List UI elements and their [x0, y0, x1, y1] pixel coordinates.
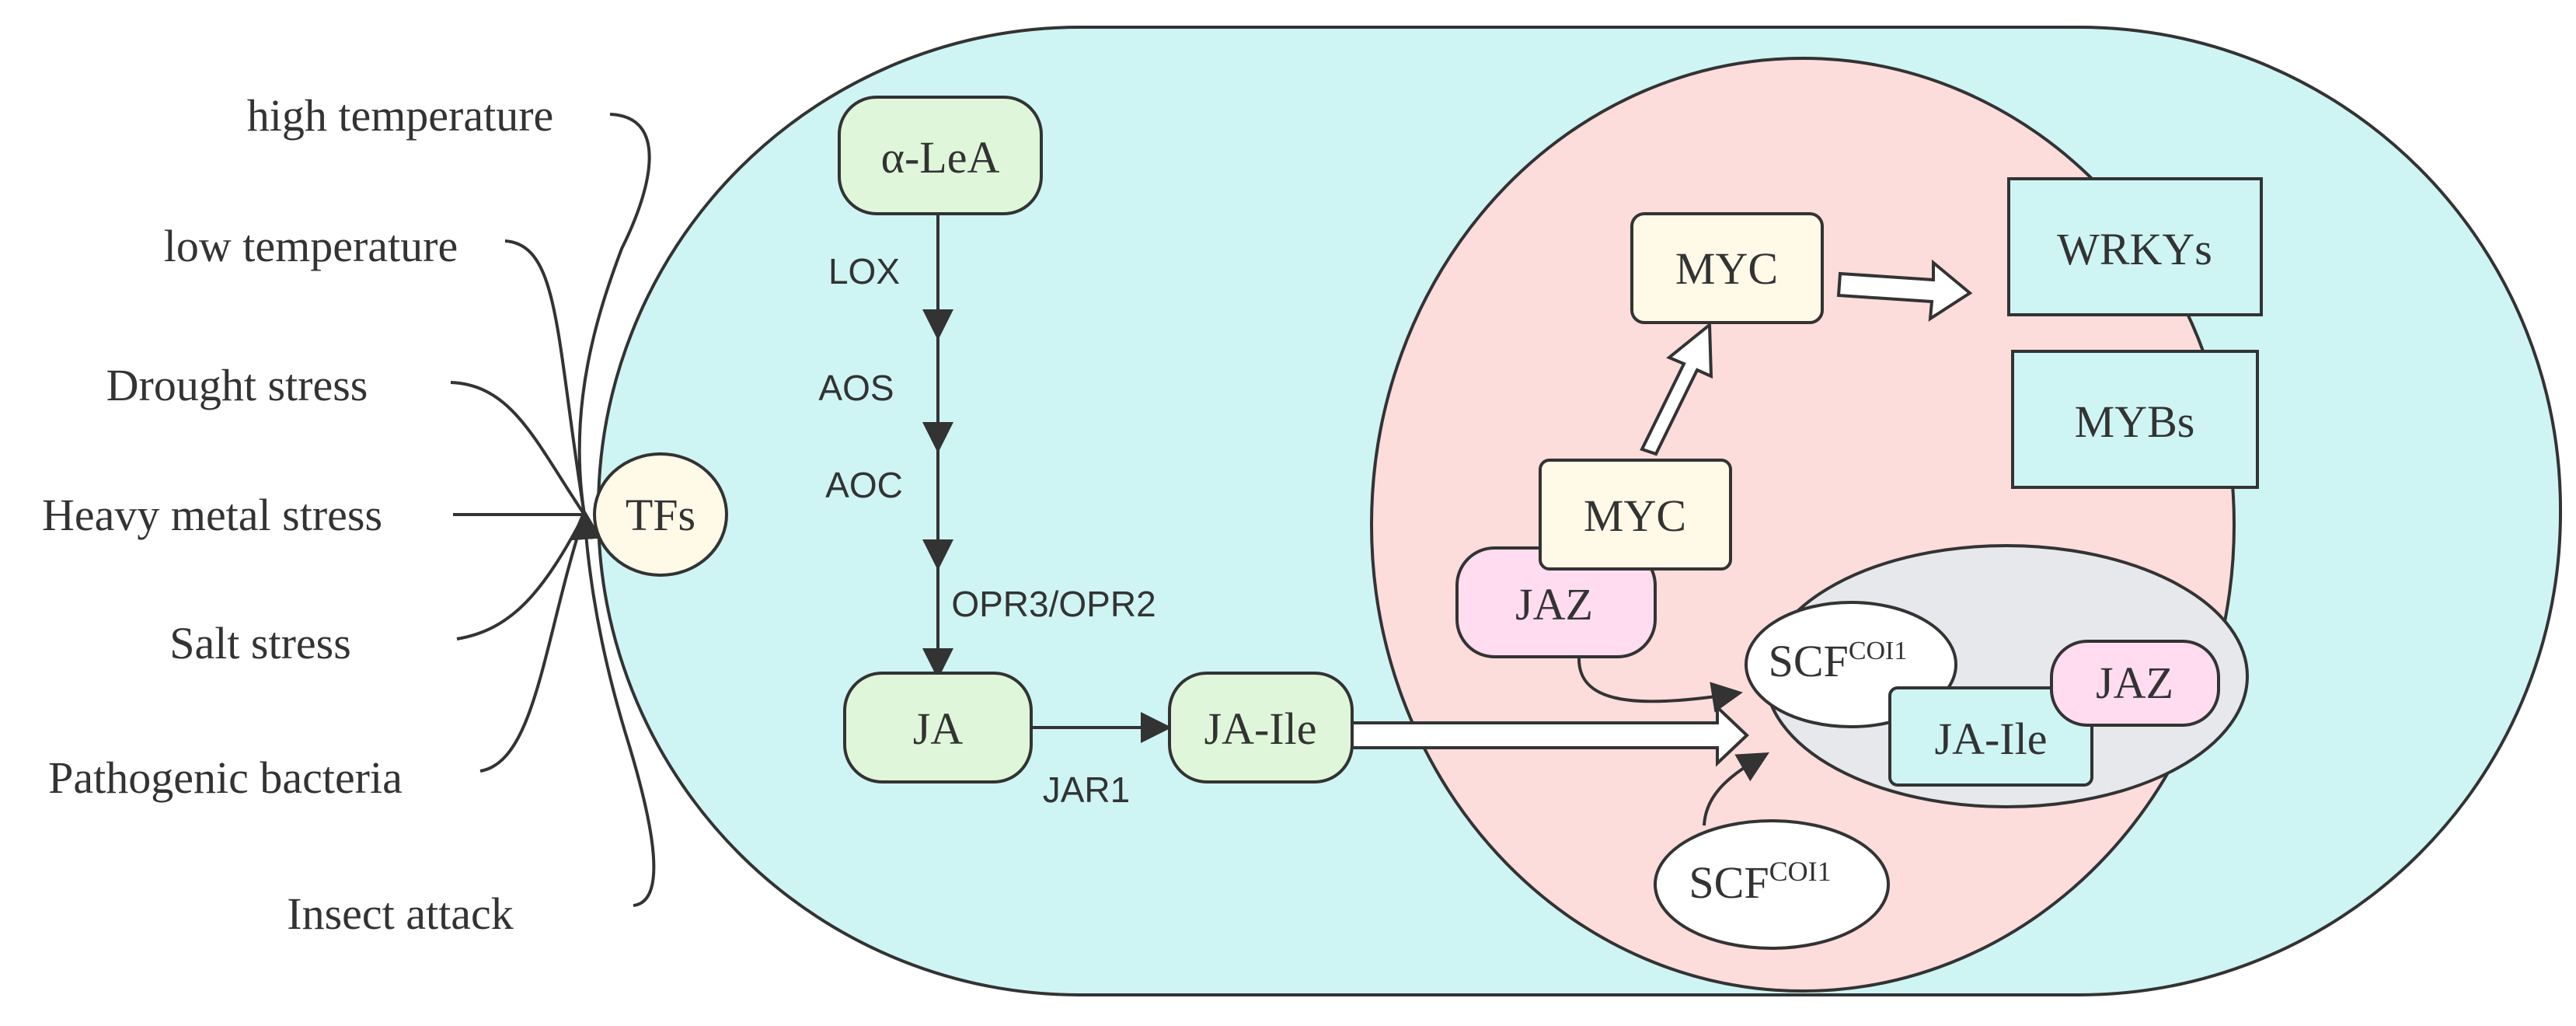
myc-to-wrkys-arrow: [1836, 259, 1973, 322]
opr-label: OPR3/OPR2: [951, 584, 1156, 624]
myc-release-arrow: [1640, 321, 1713, 456]
jaz-left-label: JAZ: [1515, 579, 1593, 630]
aos-label: AOS: [818, 368, 894, 408]
scf-to-complex-arrow: [1703, 752, 1769, 826]
biosynthesis-pathway: α-LeA LOX AOS AOC OPR3/OPR2 JA JAR1 JA-I…: [818, 96, 1354, 810]
stress-low-temperature: low temperature: [164, 221, 458, 271]
free-scf-label: SCFCOI1: [1689, 856, 1831, 908]
stress-heavy-metal: Heavy metal stress: [42, 490, 382, 540]
stress-labels: high temperature low temperature Drought…: [42, 90, 553, 939]
connector-salt: [456, 514, 586, 640]
stress-pathogenic-bacteria: Pathogenic bacteria: [48, 752, 403, 803]
complex-jaz-node: [2050, 640, 2220, 727]
free-scf-node: [1654, 819, 1890, 950]
complex-ja-ile-label: JA-Ile: [1935, 714, 2048, 764]
jaz-to-complex-arrow: [1577, 656, 1743, 713]
tfs-label: TFs: [626, 490, 695, 540]
connector-insect: [570, 508, 656, 907]
mybs-box: [2011, 350, 2259, 489]
ja-ile-transport-arrow: [1351, 703, 1749, 767]
connector-high-temperature: [577, 113, 651, 515]
complex-jaz-label: JAZ: [2096, 658, 2173, 708]
mybs-label: MYBs: [2075, 396, 2195, 447]
alpha-lea-label: α-LeA: [881, 132, 1000, 183]
alpha-lea-node: [838, 96, 1043, 215]
stress-high-temperature: high temperature: [247, 90, 554, 141]
ja-ile-label: JA-Ile: [1204, 703, 1317, 754]
lox-label: LOX: [828, 251, 900, 291]
myc-bottom-label: MYC: [1584, 490, 1686, 541]
connector-drought: [450, 381, 586, 516]
myc-top-label: MYC: [1675, 243, 1778, 294]
tfs-node: TFs: [593, 452, 728, 577]
jar1-label: JAR1: [1043, 770, 1130, 810]
wrkys-box: [2007, 177, 2263, 316]
complex-ja-ile-node: [1888, 686, 2093, 787]
stress-insect-attack: Insect attack: [287, 888, 513, 939]
myc-bottom-node: [1539, 459, 1732, 571]
myc-top-node: [1630, 212, 1824, 324]
complex-scf-label: SCFCOI1: [1769, 636, 1908, 686]
nucleus-contents: MYC WRKYs MYBs JAZ MYC SCFCOI1 JA-Ile JA…: [1455, 177, 2263, 950]
stress-connectors: [450, 113, 656, 907]
stress-drought: Drought stress: [106, 360, 368, 410]
stress-salt: Salt stress: [169, 618, 351, 668]
aoc-label: AOC: [825, 465, 903, 505]
connector-low-temperature: [504, 239, 586, 515]
connector-pathogenic: [479, 514, 586, 773]
wrkys-label: WRKYs: [2057, 224, 2212, 274]
ja-label: JA: [913, 703, 964, 754]
